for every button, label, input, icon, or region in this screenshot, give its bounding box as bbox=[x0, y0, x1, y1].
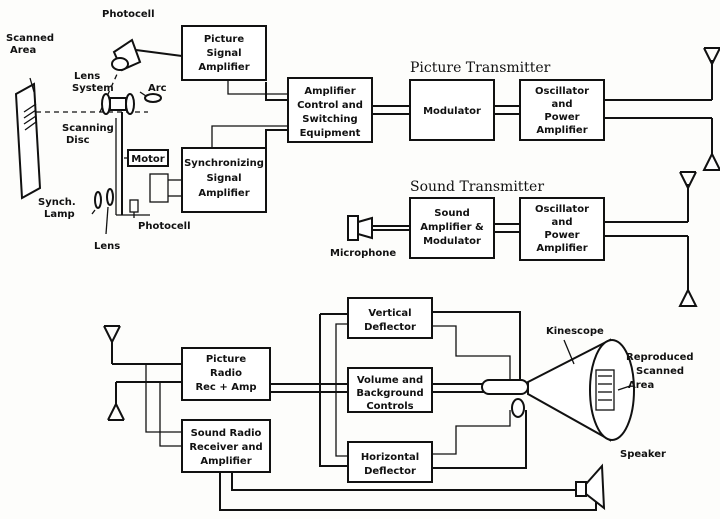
photocell-top-label: Photocell bbox=[102, 9, 155, 20]
picture-antenna-bottom-icon bbox=[702, 118, 720, 171]
vb-line-3: Controls bbox=[366, 401, 413, 412]
sam-line-1: Sound bbox=[434, 208, 469, 219]
pr-line-3: Rec + Amp bbox=[195, 382, 256, 393]
synch-lamp-icon bbox=[91, 188, 114, 215]
so-line-3: Power bbox=[544, 230, 579, 241]
lens-system-label-1: Lens bbox=[74, 71, 100, 82]
ssa-line-1: Synchronizing bbox=[184, 158, 264, 169]
hd-line-2: Deflector bbox=[364, 466, 416, 477]
picture-oscillator-block bbox=[519, 79, 605, 141]
so-line-4: Amplifier bbox=[536, 243, 587, 254]
scanning-disc-label-1: Scanning bbox=[62, 123, 114, 134]
lens-pointer bbox=[105, 206, 109, 235]
reproduced-area-pointer bbox=[617, 385, 631, 391]
light-path-up bbox=[99, 71, 119, 113]
lens-label: Lens bbox=[94, 241, 120, 252]
kinescope-label: Kinescope bbox=[546, 326, 604, 337]
microphone-label: Microphone bbox=[330, 248, 396, 259]
scanned-area-label-2: Area bbox=[10, 45, 36, 56]
modulator-line-1: Modulator bbox=[423, 106, 481, 117]
sound-antenna-bottom-icon bbox=[678, 236, 698, 307]
receiver-wiring bbox=[112, 311, 597, 511]
acs-line-3: Switching bbox=[302, 114, 357, 125]
pr-line-1: Picture bbox=[206, 354, 247, 365]
reproduced-label-2: Scanned bbox=[636, 366, 684, 377]
receiver-antenna-bottom-icon bbox=[107, 382, 125, 421]
sound-radio-block bbox=[181, 419, 271, 473]
psa-line-2: Signal bbox=[206, 48, 241, 59]
vd-line-1: Vertical bbox=[368, 308, 411, 319]
acs-line-2: Control and bbox=[297, 100, 363, 111]
sam-line-3: Modulator bbox=[423, 236, 481, 247]
synch-lamp-label-2: Lamp bbox=[44, 209, 75, 220]
speaker-icon bbox=[575, 463, 606, 511]
arc-lamp-icon bbox=[139, 91, 162, 103]
reproduced-label-1: Reproduced bbox=[626, 352, 694, 363]
sound-transmitter-heading: Sound Transmitter bbox=[410, 179, 544, 195]
photocell-bottom-label: Photocell bbox=[138, 221, 191, 232]
motor-label: Motor bbox=[131, 154, 164, 165]
picture-antenna-top-icon bbox=[703, 47, 720, 100]
scanned-area-pointer bbox=[29, 77, 35, 93]
scanning-disc-icon bbox=[115, 112, 169, 216]
reproduced-label-3: Area bbox=[628, 380, 654, 391]
sr-line-2: Receiver and bbox=[189, 442, 262, 453]
lens-system-icon bbox=[101, 93, 135, 115]
psa-line-3: Amplifier bbox=[198, 62, 249, 73]
vd-line-2: Deflector bbox=[364, 322, 416, 333]
po-line-2: and bbox=[551, 99, 572, 110]
volume-background-block bbox=[347, 367, 433, 413]
ssa-line-3: Amplifier bbox=[198, 188, 249, 199]
so-line-1: Oscillator bbox=[535, 204, 589, 215]
scanning-disc-label-2: Disc bbox=[66, 135, 90, 146]
sound-antenna-top-icon bbox=[679, 171, 697, 222]
po-line-4: Amplifier bbox=[536, 125, 587, 136]
kinescope-pointer bbox=[563, 339, 575, 365]
sr-line-1: Sound Radio bbox=[191, 428, 262, 439]
ssa-line-2: Signal bbox=[206, 173, 241, 184]
so-line-2: and bbox=[551, 217, 572, 228]
scanned-area-label-1: Scanned bbox=[6, 33, 54, 44]
scanned-area-plate bbox=[14, 82, 42, 200]
synch-lamp-label-1: Synch. bbox=[38, 197, 76, 208]
lens-system-label-2: System bbox=[72, 83, 114, 94]
sound-amp-modulator-block bbox=[409, 197, 495, 259]
photocell-bottom-icon bbox=[129, 199, 139, 218]
picture-transmitter-heading: Picture Transmitter bbox=[410, 60, 551, 76]
kinescope-icon bbox=[481, 338, 635, 442]
acs-line-4: Equipment bbox=[300, 128, 361, 139]
sound-oscillator-block bbox=[519, 197, 605, 261]
psa-line-1: Picture bbox=[204, 34, 245, 45]
picture-signal-amplifier-block bbox=[181, 25, 267, 81]
modulator-block bbox=[409, 79, 495, 141]
sr-line-3: Amplifier bbox=[200, 456, 251, 467]
microphone-icon bbox=[347, 215, 373, 241]
pr-line-2: Radio bbox=[210, 368, 242, 379]
horizontal-deflector-block bbox=[347, 441, 433, 483]
sam-line-2: Amplifier & bbox=[420, 222, 484, 233]
photocell-top-icon bbox=[111, 38, 183, 72]
vertical-deflector-block bbox=[347, 297, 433, 339]
arc-label: Arc bbox=[148, 83, 167, 94]
speaker-label: Speaker bbox=[620, 449, 666, 460]
po-line-1: Oscillator bbox=[535, 86, 589, 97]
po-line-3: Power bbox=[544, 112, 579, 123]
vb-line-2: Background bbox=[356, 388, 423, 399]
picture-radio-block bbox=[181, 347, 271, 401]
receiver-antenna-top-icon bbox=[103, 325, 121, 364]
amplifier-control-block bbox=[287, 77, 373, 143]
transmitter-wiring bbox=[168, 80, 712, 237]
hd-line-1: Horizontal bbox=[361, 452, 419, 463]
acs-line-1: Amplifier bbox=[304, 86, 355, 97]
vb-line-1: Volume and bbox=[357, 375, 423, 386]
